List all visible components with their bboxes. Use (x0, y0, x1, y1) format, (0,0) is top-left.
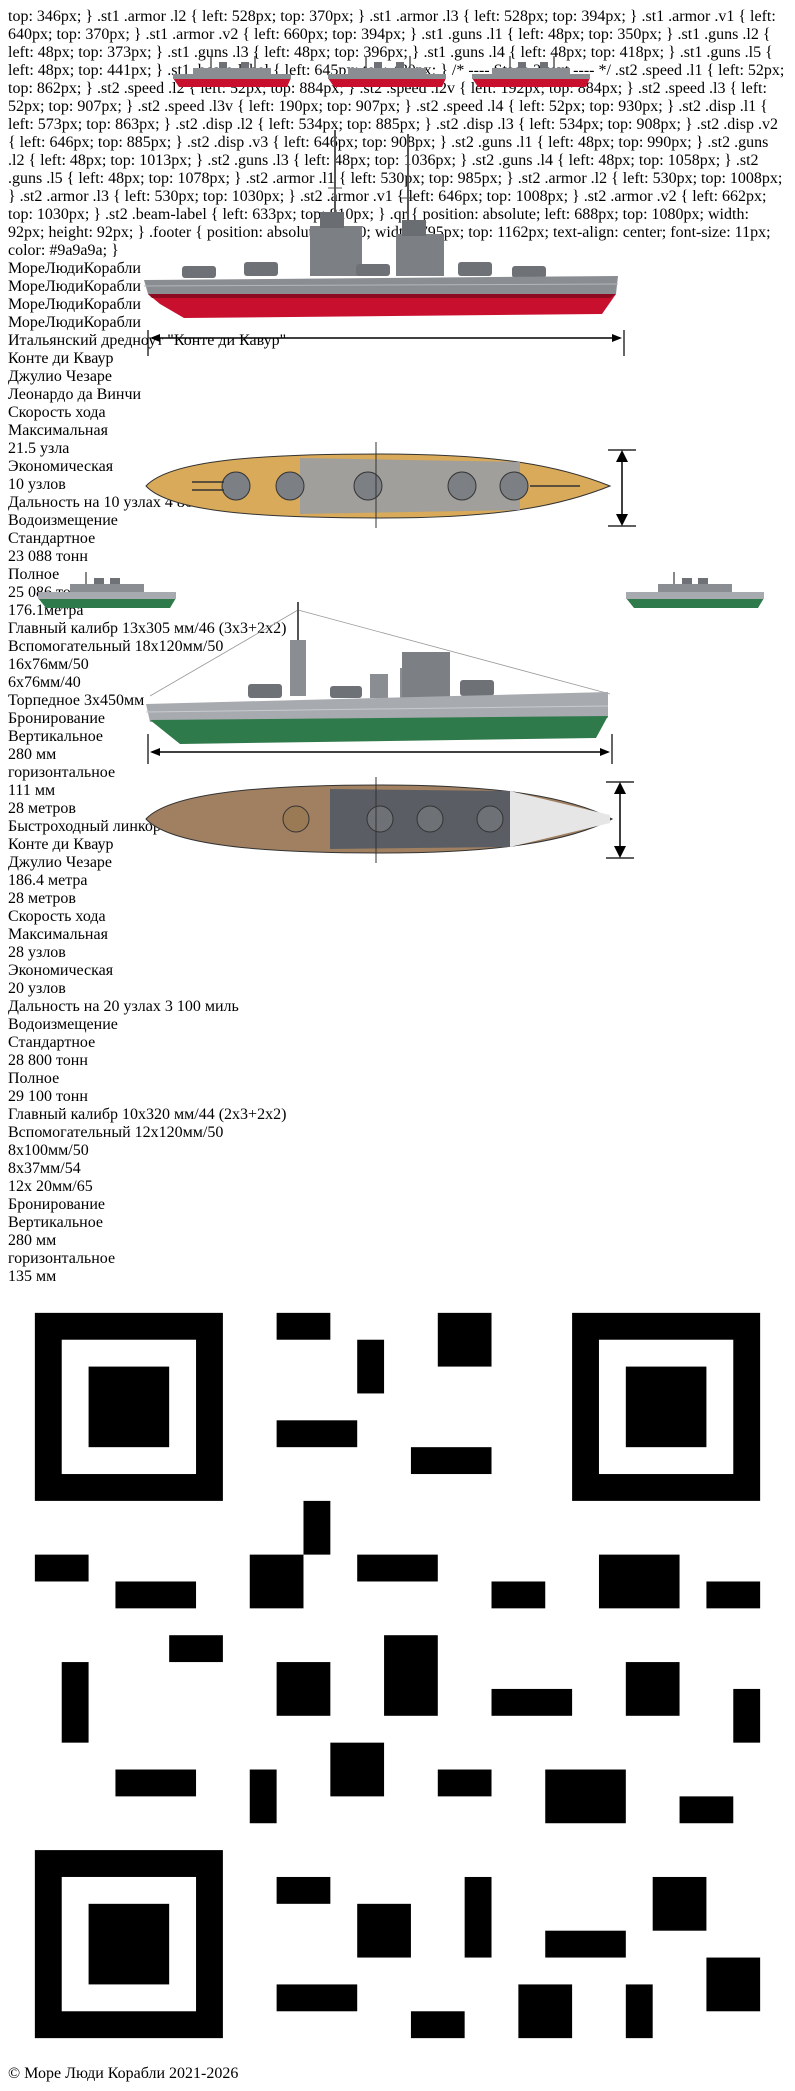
armor-horizontal-label: горизонтальное (8, 764, 116, 781)
length-dimension-line (147, 734, 613, 764)
sister-ship-thumbnail (173, 56, 291, 87)
armament-main: Главный калибр 13х305 мм/46 (3х3+2х2) (8, 620, 287, 637)
displacement-full-label: Полное (8, 1070, 60, 1087)
speed-eco-value: 20 узлов (8, 980, 66, 997)
displacement-full-value: 29 100 тонн (8, 1088, 88, 1105)
armor-horizontal-value: 135 мм (8, 1268, 57, 1285)
qr-code (8, 1286, 787, 2065)
speed-max-label: Максимальная (8, 422, 108, 439)
beam-dimension-line (608, 449, 636, 527)
displacement-full-label: Полное (8, 566, 60, 583)
displacement-standard-value: 28 800 тонн (8, 1052, 88, 1069)
footer-copyright: © Море Люди Корабли 2021-2026 (8, 2065, 239, 2082)
watermark: МореЛюдиКорабли (8, 314, 141, 331)
dreadnought-section: Итальянский дредноут "Конте ди Кавур" (8, 56, 787, 818)
armor-vertical-value: 280 мм (8, 1232, 57, 1249)
speed-heading: Скорость хода (8, 404, 106, 421)
armor-heading: Бронирование (8, 1196, 105, 1213)
displacement-heading: Водоизмещение (8, 1016, 118, 1033)
displacement-standard-label: Стандартное (8, 1034, 96, 1051)
sister-ship-thumbnail (626, 572, 764, 608)
deck-plan (145, 777, 614, 863)
sister-ship-label: Конте ди Кваур (8, 836, 114, 853)
deck-plan (145, 442, 612, 528)
armor-block: Бронирование Вертикальное 280 мм горизон… (8, 710, 787, 800)
armor-horizontal-label: горизонтальное (8, 1250, 116, 1267)
fast-battleship-section: Быстроходный линкор "Конте ди Кавур" Кон… (8, 572, 787, 1286)
speed-heading: Скорость хода (8, 908, 106, 925)
sister-ship-thumbnail (328, 56, 446, 87)
armament-aa: 6х76мм/40 (8, 674, 81, 691)
speed-block: Скорость хода Максимальная 28 узлов Экон… (8, 908, 787, 1016)
armament-aa: 12х 20мм/65 (8, 1178, 93, 1195)
displacement-standard-label: Стандартное (8, 530, 96, 547)
armament-secondary: Вспомогательный 12х120мм/50 (8, 1124, 224, 1141)
armor-vertical-value: 280 мм (8, 746, 57, 763)
displacement-standard-value: 23 088 тонн (8, 548, 88, 565)
armor-vertical-label: Вертикальное (8, 1214, 104, 1231)
armor-horizontal-value: 111 мм (8, 782, 56, 799)
speed-eco-label: Экономическая (8, 962, 114, 979)
sister-ship-label: Леонардо да Винчи (8, 386, 142, 403)
watermark: МореЛюдиКорабли (8, 296, 141, 313)
watermark: МореЛюдиКорабли (8, 278, 141, 295)
displacement-block: Водоизмещение Стандартное 28 800 тонн По… (8, 1016, 787, 1106)
speed-range: Дальность на 20 узлах 3 100 миль (8, 998, 239, 1015)
sister-ship-thumbnail (38, 572, 176, 608)
armament-list: Главный калибр 10х320 мм/44 (2х3+2х2) Вс… (8, 1106, 787, 1196)
beam-label: 28 метров (8, 890, 76, 907)
length-label: 186.4 метра (8, 872, 88, 889)
armor-heading: Бронирование (8, 710, 105, 727)
speed-max-value: 21.5 узла (8, 440, 70, 457)
armament-aa: 8х100мм/50 (8, 1142, 89, 1159)
ship-side-profile (143, 130, 619, 318)
watermark: МореЛюдиКорабли (8, 260, 141, 277)
armament-list: Главный калибр 13х305 мм/46 (3х3+2х2) Вс… (8, 620, 787, 710)
armament-main: Главный калибр 10х320 мм/44 (2х3+2х2) (8, 1106, 287, 1123)
speed-max-value: 28 узлов (8, 944, 66, 961)
section-title: Итальянский дредноут "Конте ди Кавур" (8, 332, 287, 349)
armament-torpedo: Торпедное 3х450мм (8, 692, 145, 709)
displacement-heading: Водоизмещение (8, 512, 118, 529)
speed-block: Скорость хода Максимальная 21.5 узла Эко… (8, 404, 787, 512)
sister-ship-label: Джулио Чезаре (8, 854, 113, 871)
sister-ship-label: Конте ди Кваур (8, 350, 114, 367)
ship-side-profile (145, 602, 611, 744)
armament-secondary: Вспомогательный 18х120мм/50 (8, 638, 224, 655)
speed-eco-label: Экономическая (8, 458, 114, 475)
page: МореЛюдиКорабли МореЛюдиКорабли МореЛюди… (8, 56, 787, 2083)
beam-label: 28 метров (8, 800, 76, 817)
armament-aa: 16х76мм/50 (8, 656, 89, 673)
armor-vertical-label: Вертикальное (8, 728, 104, 745)
speed-eco-value: 10 узлов (8, 476, 66, 493)
sister-ship-label: Джулио Чезаре (8, 368, 113, 385)
sister-ship-thumbnail (472, 56, 590, 87)
armor-block: Бронирование Вертикальное 280 мм горизон… (8, 1196, 787, 1286)
length-dimension-line (147, 330, 625, 356)
speed-max-label: Максимальная (8, 926, 108, 943)
beam-dimension-line (606, 781, 634, 859)
armament-aa: 8х37мм/54 (8, 1160, 81, 1177)
